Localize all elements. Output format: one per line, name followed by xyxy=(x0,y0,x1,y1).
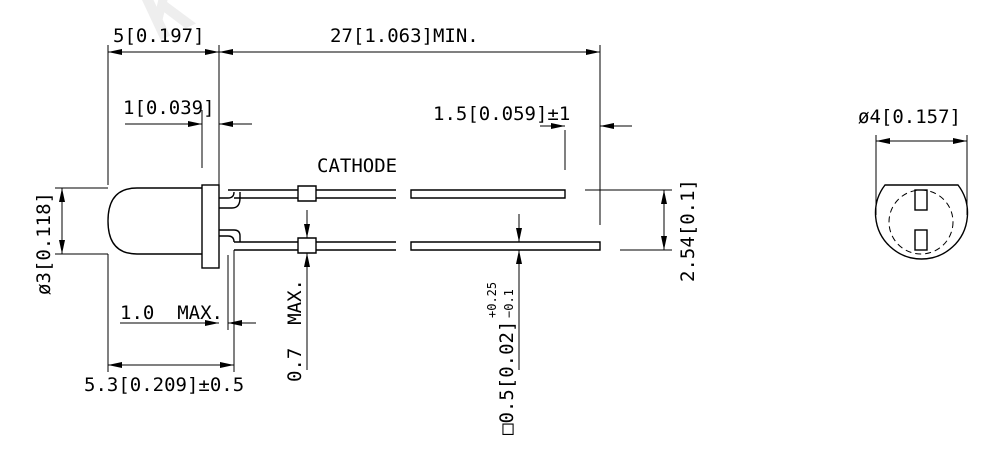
dim-lead-square: □0.5[0.02] xyxy=(496,321,518,435)
dimension-lines xyxy=(55,45,672,372)
dim-lead-square-tol-plus: +0.25 xyxy=(485,282,499,318)
end-view xyxy=(874,135,969,260)
led-leads xyxy=(219,185,601,254)
dim-lens-diameter: ø3[0.118] xyxy=(33,192,55,295)
dim-max-protrusion: 1.0 MAX. xyxy=(120,302,223,324)
dim-body-length: 5[0.197] xyxy=(113,25,205,47)
dim-flange-diameter: ø4[0.157] xyxy=(858,106,961,128)
dim-lead-square-tol-minus: −0.1 xyxy=(502,289,516,318)
dim-lead-length: 27[1.063]MIN. xyxy=(330,25,479,47)
dimension-labels: 5[0.197] 27[1.063]MIN. 1[0.039] 1.5[0.05… xyxy=(33,25,961,435)
dim-flange: 1[0.039] xyxy=(123,97,215,119)
cathode-label: CATHODE xyxy=(317,155,397,177)
led-body xyxy=(107,184,220,269)
dim-lead-width: 0.7 MAX. xyxy=(284,279,306,382)
dim-overall-body: 5.3[0.209]±0.5 xyxy=(84,374,244,396)
dim-lead-offset: 1.5[0.059]±1 xyxy=(433,103,570,125)
dim-lead-spacing: 2.54[0.1] xyxy=(677,179,699,282)
